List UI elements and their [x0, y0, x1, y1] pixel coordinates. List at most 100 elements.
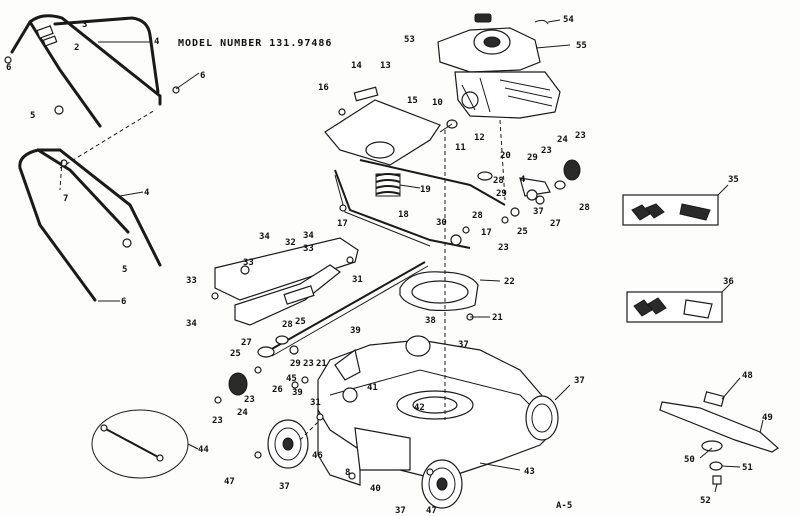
callout-24b: 24	[237, 408, 248, 418]
callout-52: 52	[700, 496, 711, 506]
engine	[437, 13, 561, 119]
callout-34a: 34	[259, 232, 270, 242]
callout-11: 11	[455, 143, 466, 153]
callout-26: 26	[272, 385, 283, 395]
leader-lines	[98, 19, 764, 493]
callout-21b: 21	[316, 359, 327, 369]
callout-44: 44	[198, 445, 209, 455]
parts-kit-36	[626, 291, 723, 323]
callout-53: 53	[404, 35, 415, 45]
callout-4c: 4	[520, 175, 526, 185]
callout-31: 31	[352, 275, 363, 285]
callout-5b: 5	[122, 265, 127, 275]
callout-18: 18	[398, 210, 409, 220]
wheel-rear-left	[267, 419, 309, 469]
callout-28b: 28	[579, 203, 590, 213]
wheel-adjuster-parts-left	[211, 292, 309, 404]
callout-37e: 37	[395, 506, 406, 516]
callout-50: 50	[684, 455, 695, 465]
blade	[659, 391, 779, 485]
height-adjust-rod	[334, 159, 506, 249]
callout-49: 49	[762, 413, 773, 423]
callout-23d: 23	[303, 359, 314, 369]
callout-5a: 5	[30, 111, 35, 121]
callout-4a: 4	[154, 37, 160, 47]
callout-23a: 23	[541, 146, 552, 156]
callout-19: 19	[420, 185, 431, 195]
wheel-front-right	[525, 395, 559, 441]
callout-6c: 6	[121, 297, 126, 307]
callout-48: 48	[742, 371, 753, 381]
callout-31b: 31	[310, 398, 321, 408]
discharge-deflector	[399, 271, 479, 312]
callout-23b: 23	[575, 131, 586, 141]
callout-3: 3	[82, 20, 87, 30]
callout-21a: 21	[492, 313, 503, 323]
spring	[375, 173, 401, 197]
callout-46: 46	[312, 451, 323, 461]
wheel-rear-right	[405, 335, 431, 357]
callout-15: 15	[407, 96, 418, 106]
callout-28a: 28	[493, 176, 504, 186]
callout-55: 55	[576, 41, 587, 51]
figure-code: A-5	[556, 501, 572, 511]
callout-4b: 4	[144, 188, 150, 198]
callout-10: 10	[432, 98, 443, 108]
callout-6b: 6	[6, 63, 11, 73]
mower-deck	[317, 339, 556, 486]
callout-41: 41	[367, 383, 378, 393]
model-number-title: MODEL NUMBER 131.97486	[178, 38, 332, 49]
callout-8: 8	[345, 468, 350, 478]
callout-45: 45	[286, 374, 297, 384]
callout-47a: 47	[224, 477, 235, 487]
callout-37d: 37	[279, 482, 290, 492]
callout-42: 42	[414, 403, 425, 413]
callout-25c: 25	[230, 349, 241, 359]
callout-23c: 23	[498, 243, 509, 253]
callout-29b: 29	[527, 153, 538, 163]
callout-28d: 28	[282, 320, 293, 330]
engine-cover-plate	[324, 86, 458, 166]
callout-34b: 34	[303, 231, 314, 241]
callout-27a: 27	[550, 219, 561, 229]
callout-12: 12	[474, 133, 485, 143]
callout-25a: 25	[517, 227, 528, 237]
callout-17a: 17	[481, 228, 492, 238]
callout-30: 30	[436, 218, 447, 228]
callout-23e: 23	[244, 395, 255, 405]
callout-40: 40	[370, 484, 381, 494]
callout-33a: 33	[303, 244, 314, 254]
callout-34c: 34	[186, 319, 197, 329]
callout-2: 2	[74, 43, 79, 53]
callout-16: 16	[318, 83, 329, 93]
callout-23f: 23	[212, 416, 223, 426]
callout-14: 14	[351, 61, 362, 71]
callout-13: 13	[380, 61, 391, 71]
callout-24a: 24	[557, 135, 568, 145]
callout-38: 38	[425, 316, 436, 326]
upper-handle	[4, 14, 180, 128]
callout-47b: 47	[426, 506, 437, 516]
callout-17b: 17	[337, 219, 348, 229]
callout-22: 22	[504, 277, 515, 287]
callout-43: 43	[524, 467, 535, 477]
callout-33c: 33	[186, 276, 197, 286]
callout-37c: 37	[574, 376, 585, 386]
callout-7: 7	[63, 194, 68, 204]
callout-27b: 27	[241, 338, 252, 348]
callout-51: 51	[742, 463, 753, 473]
callout-35: 35	[728, 175, 739, 185]
callout-36: 36	[723, 277, 734, 287]
lower-handle	[18, 148, 162, 302]
wheel-front-left	[421, 459, 463, 509]
callout-37a: 37	[533, 207, 544, 217]
callout-labels: 3 2 4 6 5 6 7 4 5 6 54 55 53 14 13 16 15…	[6, 15, 773, 516]
callout-37b: 37	[458, 340, 469, 350]
callout-6a: 6	[200, 71, 205, 81]
spark-plug-wire	[534, 19, 549, 25]
callout-32: 32	[285, 238, 296, 248]
parts-kit-35	[622, 194, 719, 226]
callout-28c: 28	[472, 211, 483, 221]
